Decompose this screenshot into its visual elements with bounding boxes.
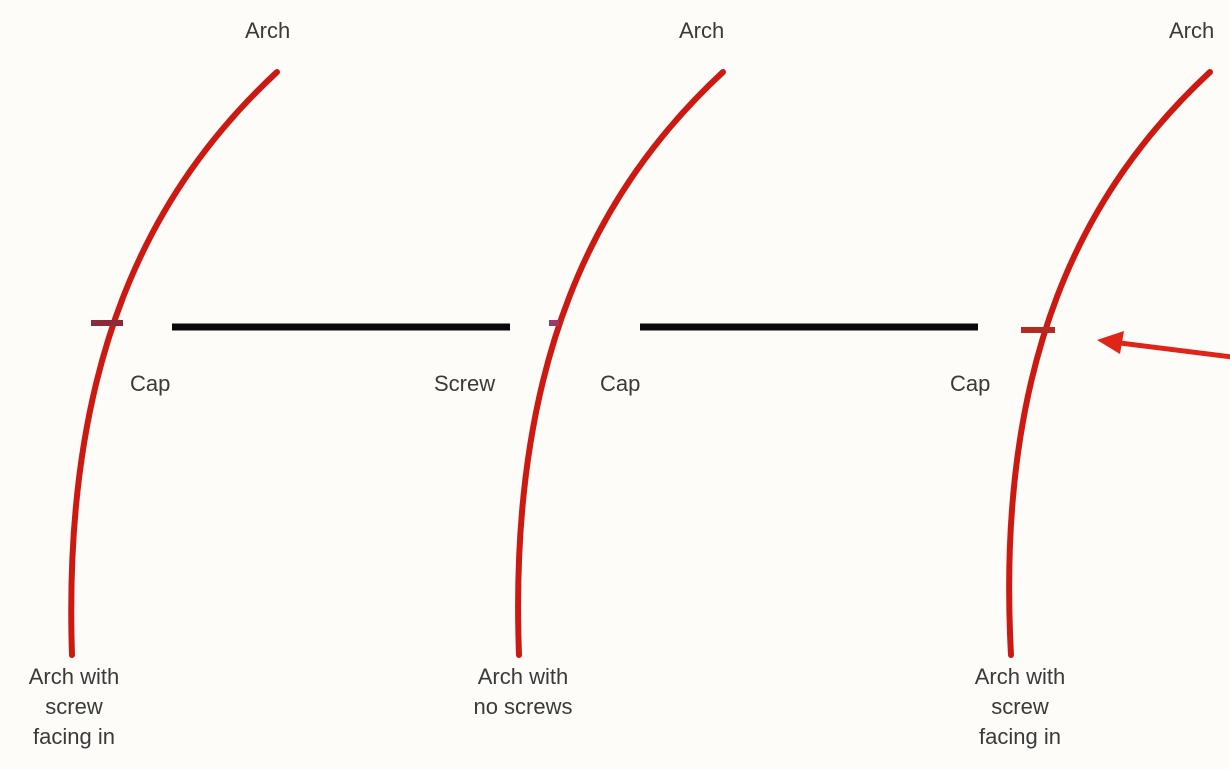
arrow-left-icon [1097, 331, 1230, 360]
arch-1-bottom-line-1: Arch with [28, 664, 120, 689]
arch-2-top-label: Arch [679, 18, 725, 43]
arch-3-bottom-line-2: screw [991, 694, 1049, 719]
arch-1-bottom-line-3: facing in [33, 724, 115, 749]
arch-2-bottom-label: Arch with no screws [453, 662, 593, 722]
arch-1-curve [68, 69, 280, 658]
arch-3-curve [1006, 69, 1213, 658]
arch-2-curve [515, 69, 726, 658]
arch-3-bottom-line-3: facing in [979, 724, 1061, 749]
connector-1-left-label: Cap [130, 371, 171, 396]
arch-2-bottom-line-1: Arch with [477, 664, 569, 689]
connector-2-left-label: Cap [600, 371, 641, 396]
arch-1-top-label: Arch [245, 18, 291, 43]
arch-3-bottom-label: Arch with screw facing in [950, 662, 1090, 752]
connector-2-right-label: Cap [950, 371, 991, 396]
arch-3-top-label: Arch [1169, 18, 1215, 43]
connector-1-right-label: Screw [434, 371, 496, 396]
arch-1-bottom-line-2: screw [45, 694, 103, 719]
arch-3-bottom-line-1: Arch with [974, 664, 1066, 689]
arch-2-bottom-line-2: no screws [473, 694, 573, 719]
arch-1-bottom-label: Arch with screw facing in [4, 662, 144, 752]
